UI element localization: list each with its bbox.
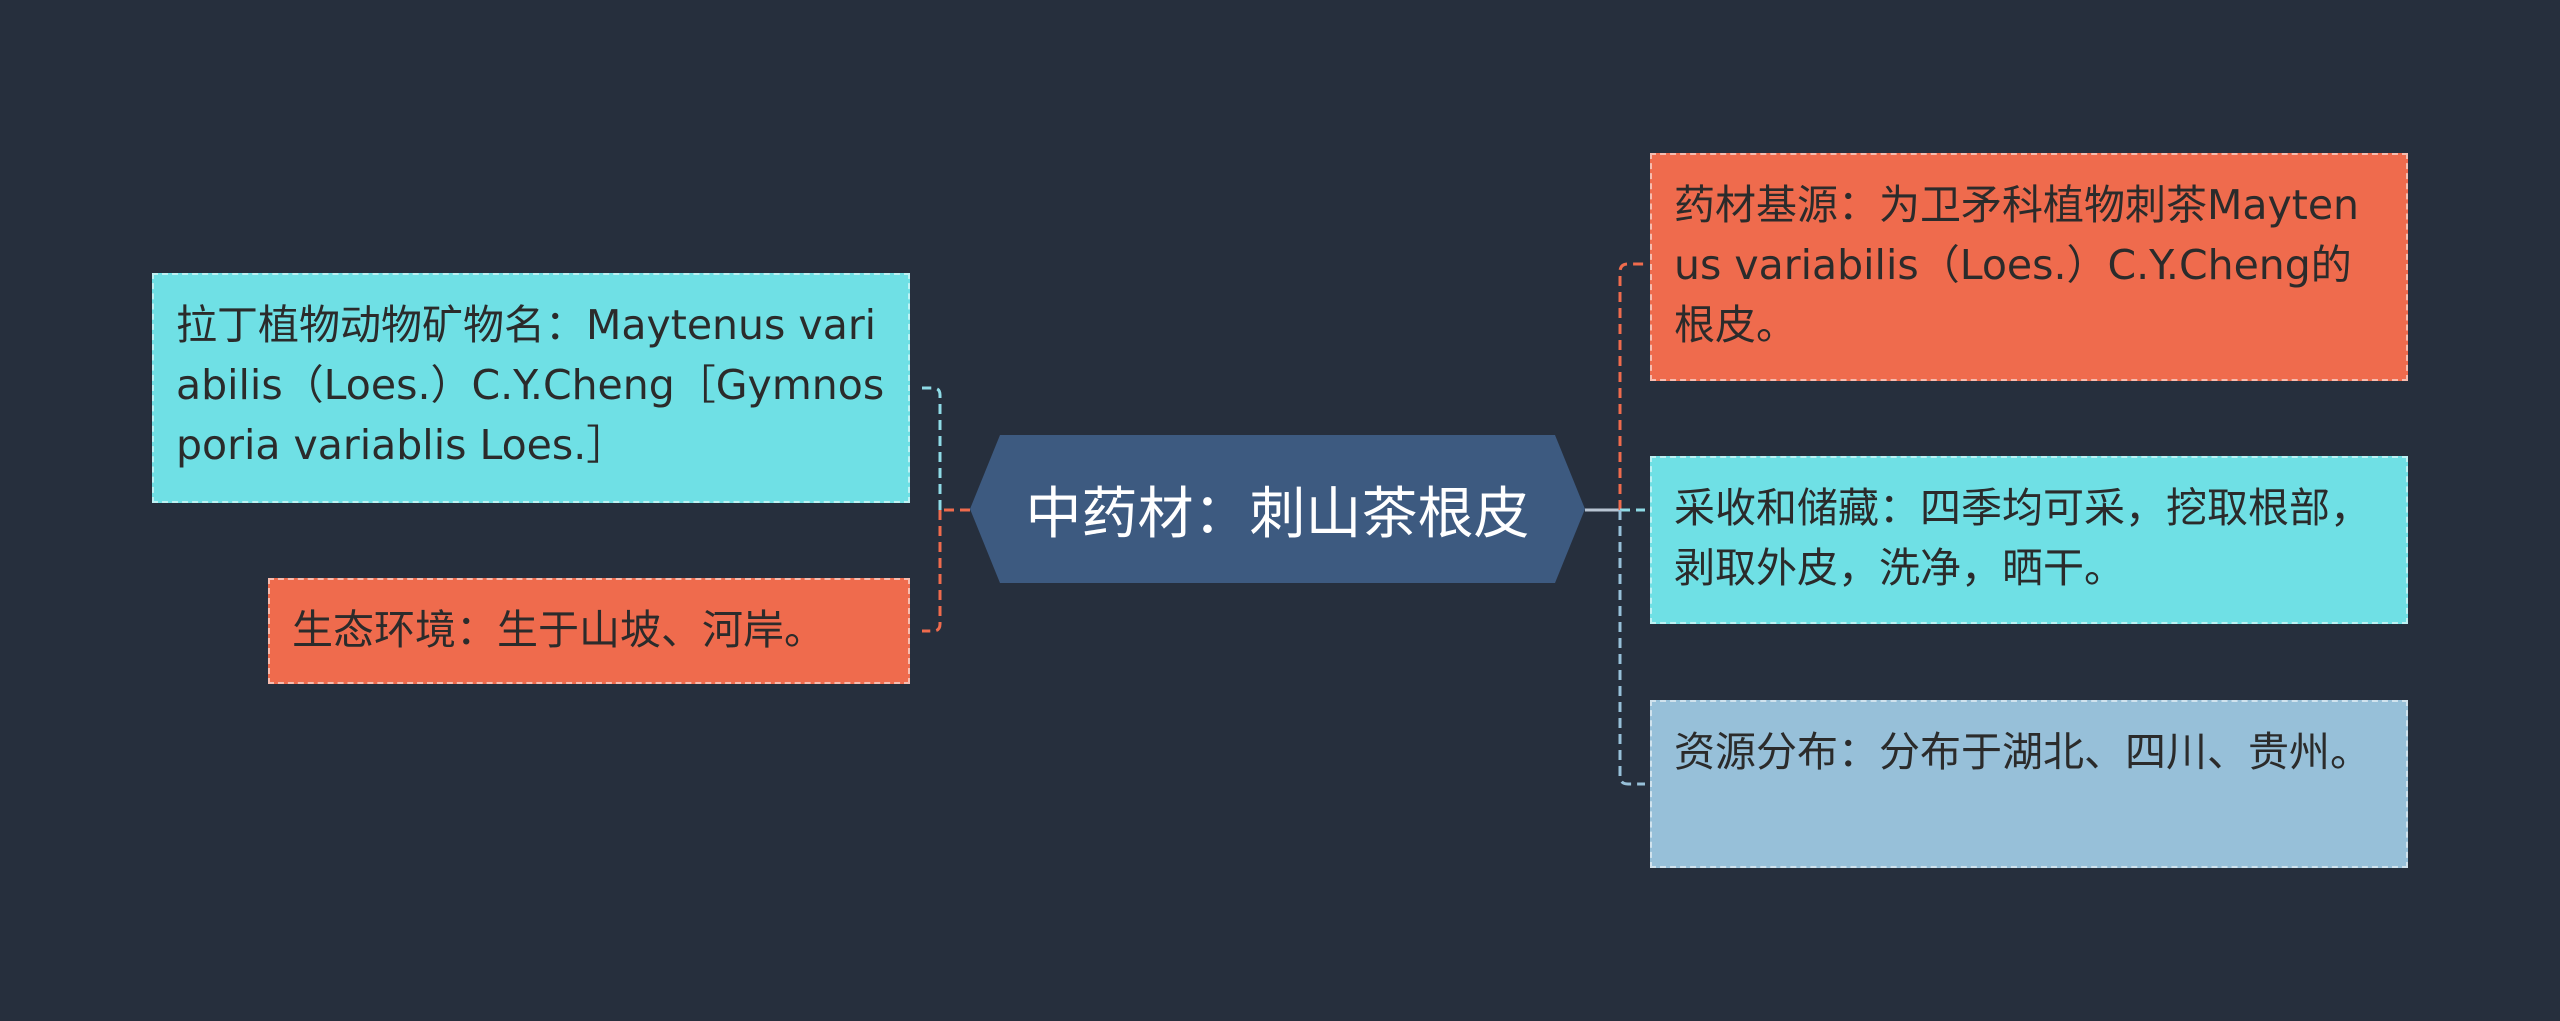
root-node-label: 中药材：刺山茶根皮 — [1025, 481, 1530, 547]
connector-habitat — [922, 510, 942, 633]
node-distribution[interactable]: 资源分布：分布于湖北、四川、贵州。 — [1650, 700, 2408, 868]
root-node-shape — [970, 435, 1585, 583]
node-latin-name-text: 拉丁植物动物矿物名：Maytenus variabilis（Loes.）C.Y.… — [176, 301, 885, 469]
node-distribution-text: 资源分布：分布于湖北、四川、贵州。 — [1674, 728, 2371, 776]
node-origin-text: 药材基源：为卫矛科植物刺茶Maytenus variabilis（Loes.）C… — [1674, 181, 2360, 349]
node-habitat[interactable]: 生态环境：生于山坡、河岸。 — [268, 578, 910, 684]
root-node[interactable]: 中药材：刺山茶根皮 — [970, 435, 1585, 583]
node-habitat-text: 生态环境：生于山坡、河岸。 — [292, 606, 825, 654]
connector-origin — [1618, 262, 1645, 510]
connector-distribution — [1618, 510, 1645, 786]
connector-latin-name — [922, 386, 942, 510]
node-origin[interactable]: 药材基源：为卫矛科植物刺茶Maytenus variabilis（Loes.）C… — [1650, 153, 2408, 381]
node-harvest-text: 采收和储藏：四季均可采，挖取根部，剥取外皮，洗净，晒干。 — [1674, 484, 2371, 592]
node-harvest[interactable]: 采收和储藏：四季均可采，挖取根部，剥取外皮，洗净，晒干。 — [1650, 456, 2408, 624]
node-latin-name[interactable]: 拉丁植物动物矿物名：Maytenus variabilis（Loes.）C.Y.… — [152, 273, 910, 503]
